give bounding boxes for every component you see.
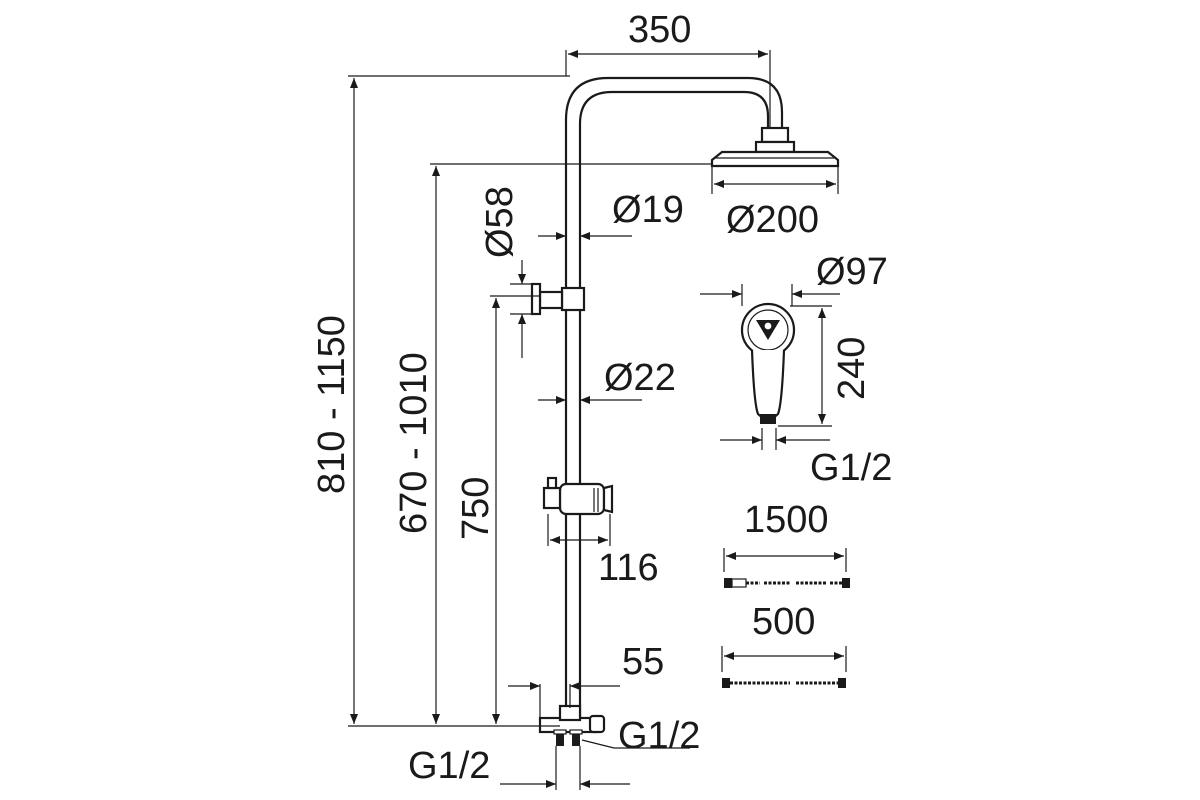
- label-outlet-thread-right: G1/2: [618, 715, 700, 757]
- label-holder-diameter: Ø58: [479, 186, 521, 258]
- label-hand-shower-diameter: Ø97: [816, 251, 888, 293]
- label-pipe-upper-diameter: Ø19: [612, 189, 684, 231]
- hose-long: [724, 578, 850, 588]
- label-total-height: 810 - 1150: [311, 315, 353, 494]
- mixer-body: [538, 704, 606, 746]
- shower-column: [564, 76, 796, 725]
- hose-short: [722, 678, 846, 688]
- label-holder-height: 750: [455, 477, 497, 540]
- dimension-labels: 350 Ø200 Ø19 Ø58 Ø22 810 - 1150 670 - 10…: [311, 9, 892, 787]
- dimension-lines: [348, 50, 847, 790]
- label-hand-shower-length: 240: [831, 337, 873, 400]
- label-inlet-thread-bottom: G1/2: [408, 745, 490, 787]
- label-hose-long: 1500: [744, 499, 829, 541]
- label-hand-shower-thread: G1/2: [810, 447, 892, 489]
- hand-shower: [740, 302, 796, 424]
- label-mixer-width: 55: [622, 641, 664, 683]
- wall-bracket: [530, 282, 586, 316]
- label-head-arm-length: 350: [628, 9, 691, 51]
- overhead-shower-head: [710, 150, 840, 168]
- hand-shower-slider: [542, 476, 614, 516]
- label-slider-width: 116: [598, 547, 659, 589]
- label-head-diameter: Ø200: [726, 199, 819, 241]
- label-head-height: 670 - 1010: [393, 352, 435, 534]
- label-pipe-lower-diameter: Ø22: [604, 357, 676, 399]
- label-hose-short: 500: [752, 601, 815, 643]
